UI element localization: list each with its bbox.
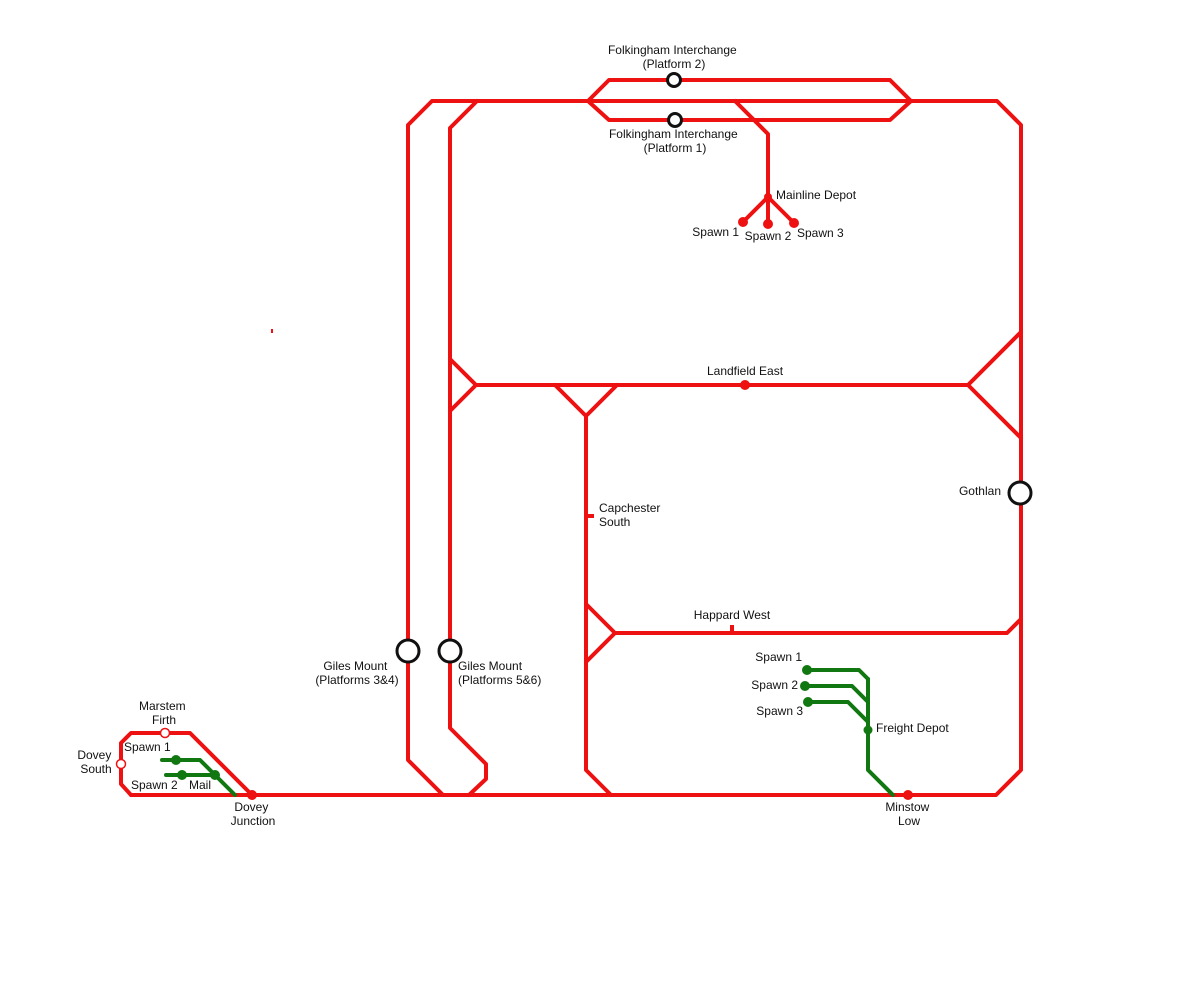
label-capchester-south: Capchester South <box>599 501 664 529</box>
freight-spur-1 <box>805 668 870 681</box>
label-dovey-spawn-1: Spawn 1 <box>124 740 171 754</box>
label-folkingham-p1: Folkingham Interchange (Platform 1) <box>609 127 741 155</box>
station-freight-spawn-1-marker <box>802 665 812 675</box>
label-dovey-spawn-2: Spawn 2 <box>131 778 178 792</box>
label-depot-spawn-3: Spawn 3 <box>797 226 844 240</box>
mainline-depot-branch <box>733 99 770 199</box>
freight-spur-2 <box>803 684 870 704</box>
station-freight-depot-marker <box>863 725 873 735</box>
station-giles-mount-56-marker <box>437 638 463 664</box>
label-freight-depot: Freight Depot <box>876 721 949 735</box>
label-gothlan: Gothlan <box>959 484 1001 498</box>
dovey-spur-1 <box>160 758 217 777</box>
label-freight-spawn-1: Spawn 1 <box>755 650 802 664</box>
station-giles-mount-34-marker <box>395 638 421 664</box>
station-freight-spawn-2-marker <box>800 681 810 691</box>
landfield-east-wye <box>966 330 1023 440</box>
label-landfield-east: Landfield East <box>707 364 784 378</box>
station-dovey-spawn-2-marker <box>177 770 187 780</box>
station-depot-spawn-2-marker <box>763 219 773 229</box>
outer-loop-track <box>406 99 1023 797</box>
station-depot-spawn-3-marker <box>789 218 799 228</box>
label-depot-spawn-1: Spawn 1 <box>692 225 739 239</box>
station-landfield-east-marker <box>740 380 750 390</box>
dovey-loop-track <box>119 731 254 797</box>
depot-spur-3 <box>766 195 796 225</box>
label-dovey-south: Dovey South <box>77 748 114 776</box>
landfield-west-wye <box>448 357 478 413</box>
station-dovey-mail-marker <box>210 770 220 780</box>
station-marstem-firth-marker <box>159 727 171 739</box>
label-mainline-depot: Mainline Depot <box>776 188 857 202</box>
label-marstem-firth: Marstem Firth <box>139 699 189 727</box>
station-dovey-spawn-1-marker <box>171 755 181 765</box>
label-freight-spawn-2: Spawn 2 <box>751 678 798 692</box>
label-minstow-low: Minstow Low <box>885 800 932 828</box>
station-dovey-south-marker <box>115 758 127 770</box>
folkingham-loop-track <box>586 78 913 122</box>
station-markers <box>115 72 1033 800</box>
station-gothlan-marker <box>1007 480 1033 506</box>
freight-spur-3 <box>806 700 870 724</box>
depot-spur-1 <box>741 195 770 224</box>
station-folkingham-p1-marker <box>667 112 683 128</box>
label-giles-mount-56: Giles Mount (Platforms 5&6) <box>458 659 541 687</box>
happard-track <box>613 617 1023 635</box>
label-giles-mount-34: Giles Mount (Platforms 3&4) <box>315 659 398 687</box>
freight-depot-track <box>866 677 895 797</box>
capchester-track <box>584 414 613 797</box>
station-depot-spawn-1-marker <box>738 217 748 227</box>
label-depot-spawn-2: Spawn 2 <box>745 229 792 243</box>
capchester-wye <box>553 383 619 418</box>
label-happard-west: Happard West <box>694 608 771 622</box>
station-folkingham-p2-marker <box>666 72 682 88</box>
label-freight-spawn-3: Spawn 3 <box>756 704 803 718</box>
station-minstow-low-marker <box>903 790 913 800</box>
station-mainline-depot-marker <box>764 193 772 201</box>
station-labels: Folkingham Interchange (Platform 2) Folk… <box>77 43 1001 828</box>
label-dovey-mail: Mail <box>189 778 211 792</box>
station-dovey-junction-marker <box>247 790 257 800</box>
inner-track <box>448 99 488 797</box>
label-folkingham-p2: Folkingham Interchange (Platform 2) <box>608 43 740 71</box>
station-freight-spawn-3-marker <box>803 697 813 707</box>
happard-wye <box>584 602 617 664</box>
mainline-tracks <box>119 78 1023 797</box>
label-dovey-junction: Dovey Junction <box>231 800 276 828</box>
